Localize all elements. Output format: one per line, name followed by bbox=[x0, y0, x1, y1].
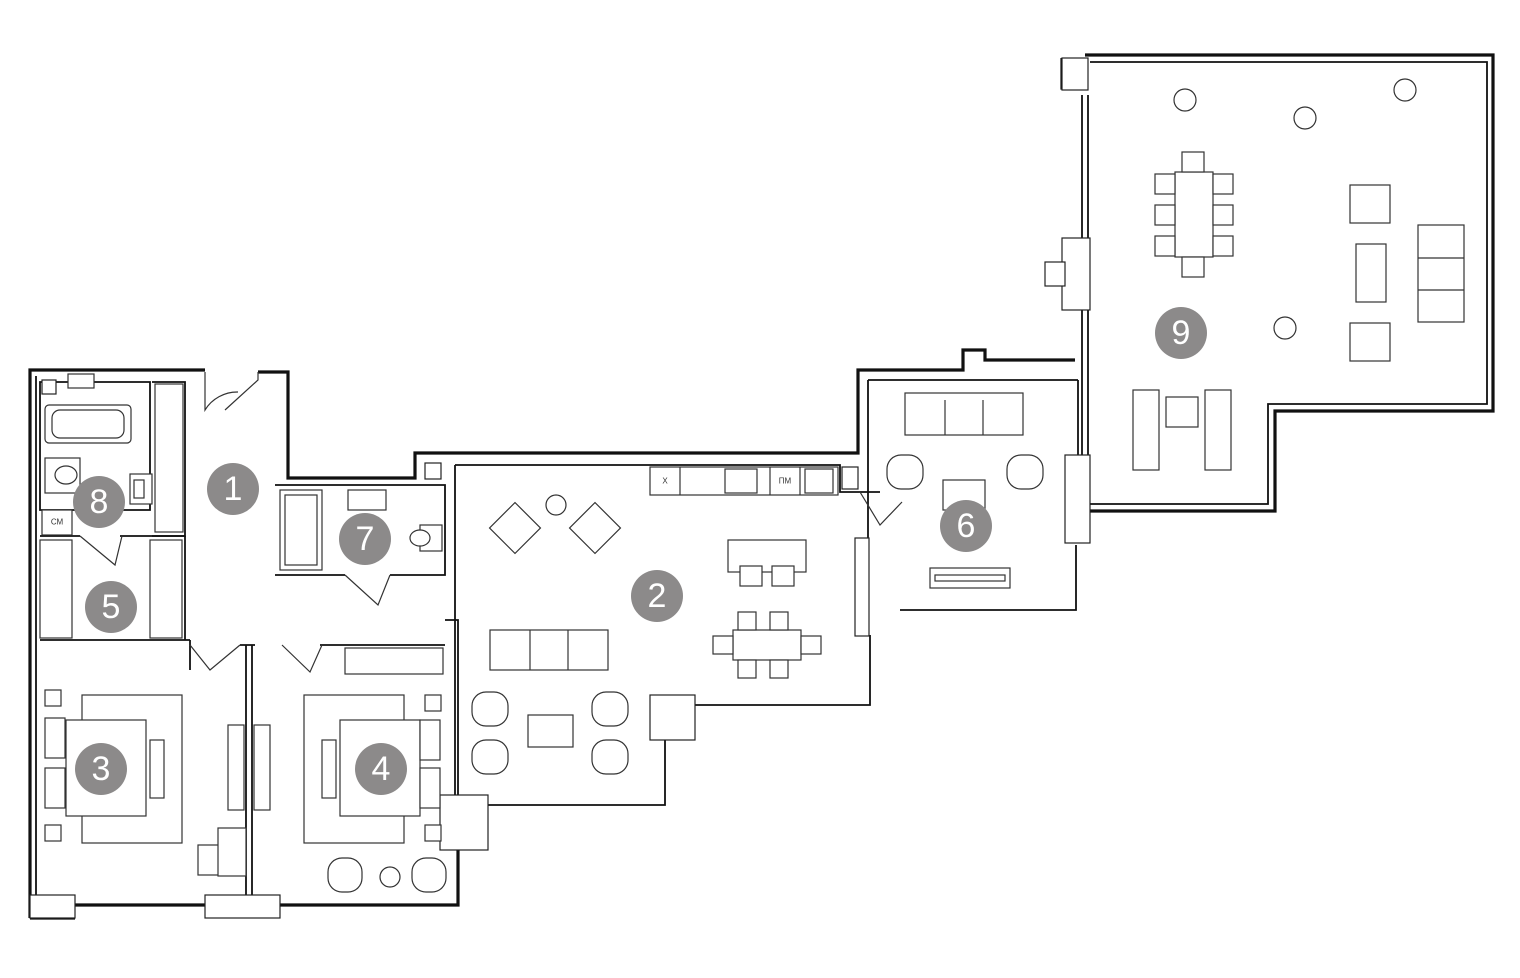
room-badge-4: 4 bbox=[355, 743, 407, 795]
bath-7-fixtures bbox=[279, 489, 443, 571]
room-6-furniture bbox=[886, 392, 1044, 589]
bedroom-4-furniture bbox=[253, 694, 447, 893]
room-number-5: 5 bbox=[102, 588, 121, 626]
bedroom-3-furniture bbox=[44, 689, 247, 877]
room-number-8: 8 bbox=[90, 483, 109, 521]
columns bbox=[29, 57, 1091, 919]
room-number-7: 7 bbox=[356, 520, 375, 558]
room-number-3: 3 bbox=[92, 750, 111, 788]
partitions bbox=[39, 95, 1089, 907]
room-badge-1: 1 bbox=[207, 463, 259, 515]
fridge-label: Х bbox=[662, 477, 668, 486]
room-badge-2: 2 bbox=[631, 570, 683, 622]
room-badge-8: 8 bbox=[73, 476, 125, 528]
room-badge-9: 9 bbox=[1155, 307, 1207, 359]
dishwasher-label: ПМ bbox=[779, 477, 792, 486]
room-badge-6: 6 bbox=[940, 500, 992, 552]
room-number-2: 2 bbox=[648, 577, 667, 615]
wardrobes bbox=[39, 383, 444, 675]
room-number-6: 6 bbox=[957, 507, 976, 545]
room-number-9: 9 bbox=[1172, 314, 1191, 352]
room-number-1: 1 bbox=[224, 470, 243, 508]
terrace-furniture bbox=[1132, 78, 1465, 471]
kitchen-living: Х ПМ bbox=[471, 466, 839, 775]
room-badge-7: 7 bbox=[339, 513, 391, 565]
room-number-4: 4 bbox=[372, 750, 391, 788]
room-badge-3: 3 bbox=[75, 743, 127, 795]
washer-label: СМ bbox=[51, 518, 64, 527]
room-badge-5: 5 bbox=[85, 581, 137, 633]
doors bbox=[79, 372, 903, 674]
bath-8-fixtures: СМ bbox=[41, 373, 153, 536]
